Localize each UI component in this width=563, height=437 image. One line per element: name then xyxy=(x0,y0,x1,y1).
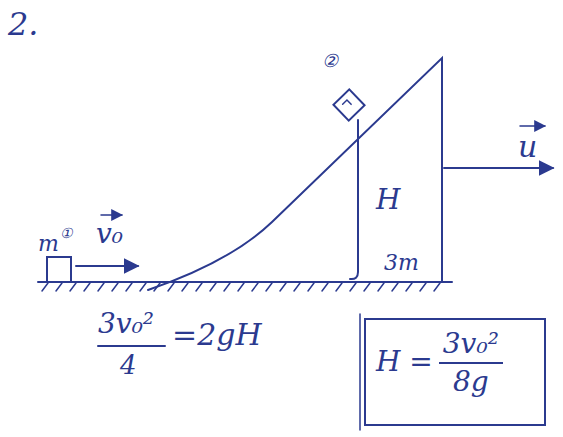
height-label: H xyxy=(376,186,400,214)
height-line xyxy=(350,120,358,279)
fraction-bar xyxy=(98,345,165,347)
equation-text: =2gH xyxy=(172,320,262,350)
box-shadow-line xyxy=(359,314,361,430)
velocity-label: u xyxy=(518,132,537,162)
velocity-arrow xyxy=(76,265,138,267)
incline-wedge xyxy=(148,58,442,290)
callout-number: ② xyxy=(322,52,338,70)
equation-left: H = xyxy=(376,348,433,376)
numerator: 3v₀² xyxy=(443,330,499,358)
problem-number: 2. xyxy=(8,8,39,40)
ground-hatching xyxy=(42,283,440,291)
block-two-mark xyxy=(343,100,351,108)
denominator: 4 xyxy=(120,352,137,378)
ground-line xyxy=(38,281,452,283)
block-one xyxy=(47,257,71,282)
result-box: H = 3v₀² 8g xyxy=(364,318,546,426)
mass-label: m xyxy=(38,233,59,255)
velocity-label: v₀ xyxy=(96,220,123,248)
velocity-arrow-u xyxy=(444,167,553,169)
numerator: 3v₀² xyxy=(98,310,154,338)
callout-number: ① xyxy=(60,226,73,240)
block-two xyxy=(333,89,364,120)
vector-mark xyxy=(101,214,122,216)
fraction-bar xyxy=(439,362,503,364)
mass-label: 3m xyxy=(384,252,419,274)
denominator: 8g xyxy=(453,368,489,396)
vector-mark xyxy=(520,125,545,127)
